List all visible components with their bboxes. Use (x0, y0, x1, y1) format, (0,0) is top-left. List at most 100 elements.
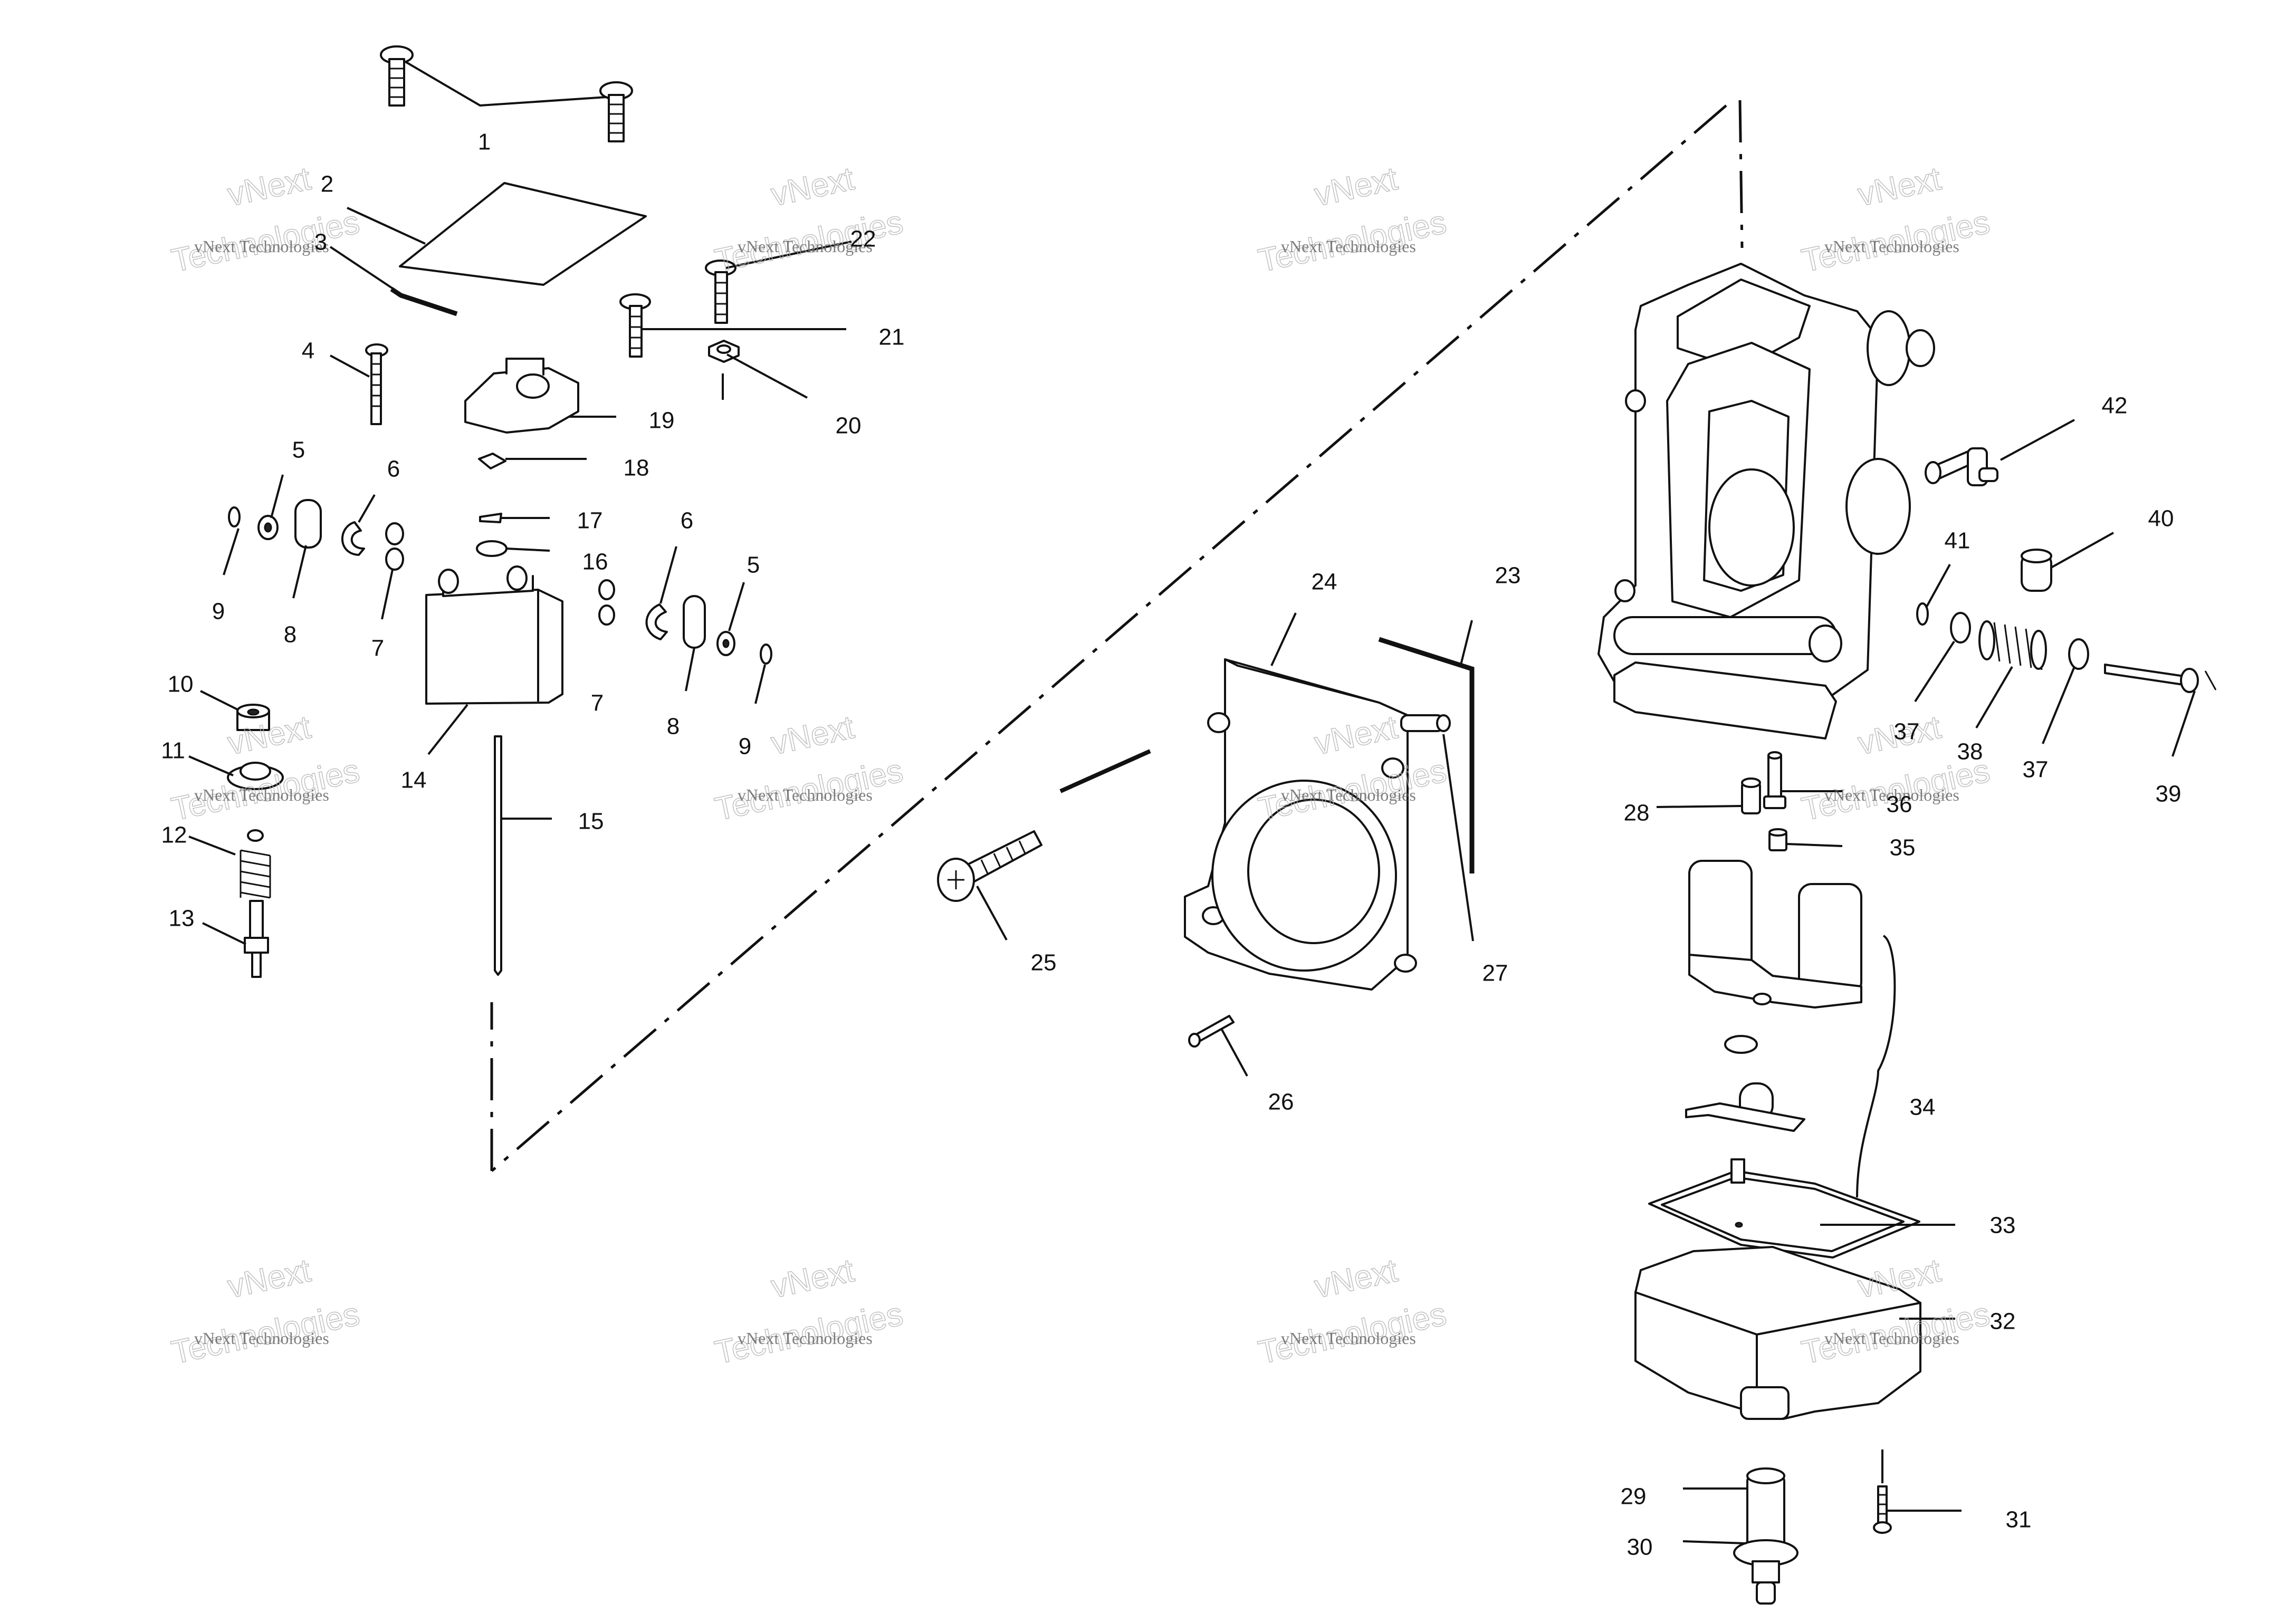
part-19-bracket (464, 358, 579, 434)
callout-20: 20 (836, 413, 862, 439)
part-13-stem (244, 900, 269, 978)
part-15-needle (494, 735, 502, 976)
callout-3: 3 (314, 229, 327, 255)
part-18-clip (478, 453, 506, 469)
part-27-pin (1400, 714, 1451, 732)
part-25-bolt (937, 749, 1151, 902)
callout-18: 18 (624, 455, 649, 481)
part-22-screw (705, 260, 736, 324)
part-40-cap (2021, 549, 2052, 592)
svg-text:vNext: vNext (1855, 160, 1944, 213)
svg-text:vNext Technologies: vNext Technologies (1281, 1329, 1416, 1348)
svg-text:vNext: vNext (768, 160, 857, 213)
left-hardware-stack (228, 499, 404, 571)
part-1-screws (380, 45, 633, 142)
alignment-lines (490, 100, 1744, 1172)
part-2-cover-plate (399, 182, 647, 286)
callout-27: 27 (1482, 961, 1508, 986)
part-28-jet (1741, 777, 1761, 814)
svg-text:vNext Technologies: vNext Technologies (738, 237, 873, 256)
svg-text:vNext Technologies: vNext Technologies (1281, 237, 1416, 256)
callout-6b: 6 (681, 508, 693, 534)
callout-24: 24 (1312, 569, 1337, 595)
callout-38: 38 (1957, 739, 1983, 765)
callout-36: 36 (1887, 792, 1912, 818)
svg-text:vNext: vNext (225, 160, 314, 213)
callout-8a: 8 (284, 622, 296, 648)
part-21-screw (619, 293, 651, 358)
part-36-jet (1763, 751, 1786, 809)
callout-41: 41 (1945, 528, 1970, 554)
part-35-jet (1768, 828, 1787, 851)
svg-text:vNext Technologies: vNext Technologies (1824, 237, 1959, 256)
callout-21: 21 (879, 324, 905, 350)
part-29-30-drain (1733, 1467, 1798, 1605)
right-hardware-stack (598, 579, 772, 665)
callout-23: 23 (1495, 563, 1521, 589)
leader-lines (188, 207, 2196, 1544)
part-38-spring (1978, 620, 2047, 670)
callout-32: 32 (1990, 1309, 2016, 1334)
callout-8b: 8 (667, 714, 680, 740)
callout-37a: 37 (1894, 719, 1920, 745)
svg-text:vNext Technologies: vNext Technologies (194, 237, 329, 256)
callout-42: 42 (2102, 393, 2128, 419)
callout-35: 35 (1890, 835, 1916, 861)
part-10-cylinder (236, 704, 270, 731)
callout-40: 40 (2148, 506, 2174, 532)
callout-7a: 7 (371, 636, 384, 661)
callout-5a: 5 (292, 437, 305, 463)
callout-39: 39 (2156, 781, 2182, 807)
svg-text:vNext Technologies: vNext Technologies (738, 1329, 873, 1348)
callout-2: 2 (321, 171, 333, 197)
part-32-float-bowl (1634, 1246, 1921, 1420)
callout-26: 26 (1268, 1089, 1294, 1115)
svg-text:vNext: vNext (225, 1252, 314, 1305)
callout-22: 22 (850, 226, 876, 252)
callout-37b: 37 (2023, 757, 2049, 783)
callout-6a: 6 (387, 456, 400, 482)
part-23-gasket (1378, 637, 1475, 873)
callout-1: 1 (478, 129, 491, 155)
svg-text:vNext: vNext (768, 709, 857, 762)
svg-text:vNext: vNext (1312, 160, 1401, 213)
part-17-clip (479, 513, 502, 523)
part-34-float (1685, 860, 1896, 1198)
part-24-flange (1184, 658, 1417, 991)
part-4-screw (365, 343, 388, 425)
svg-text:vNext Technologies: vNext Technologies (194, 785, 329, 804)
part-39-screw (2104, 664, 2217, 693)
callout-9b: 9 (739, 734, 751, 760)
callout-16: 16 (582, 549, 608, 575)
callout-10: 10 (168, 671, 194, 697)
part-41-washer (1916, 602, 1929, 626)
callout-15: 15 (578, 809, 604, 834)
part-37-washer-b (2068, 638, 2089, 670)
callout-9a: 9 (212, 599, 225, 625)
part-16-ring (476, 540, 508, 557)
callout-28: 28 (1624, 800, 1650, 826)
carburetor-body (1597, 263, 1935, 740)
svg-text:vNext: vNext (1312, 1252, 1401, 1305)
part-3-gasket (390, 287, 458, 316)
callout-13: 13 (169, 906, 195, 932)
part-11-nut (227, 762, 284, 790)
callout-12: 12 (161, 822, 187, 848)
part-26-pin (1188, 1015, 1235, 1048)
callout-4: 4 (302, 338, 314, 364)
callout-19: 19 (649, 408, 675, 434)
part-31-screw (1873, 1449, 1892, 1534)
callout-31: 31 (2006, 1507, 2032, 1533)
svg-text:vNext Technologies: vNext Technologies (1824, 785, 1959, 804)
svg-text:vNext: vNext (768, 1252, 857, 1305)
callout-7b: 7 (591, 690, 604, 716)
callout-labels: 1 2 3 4 5 6 9 8 7 19 18 17 16 6 5 7 8 9 … (161, 129, 2181, 1560)
svg-text:vNext Technologies: vNext Technologies (194, 1329, 329, 1348)
callout-5b: 5 (747, 552, 760, 578)
part-37-washer-a (1950, 612, 1971, 644)
part-14-slide (425, 565, 563, 705)
callout-30: 30 (1627, 1534, 1653, 1560)
part-12-spring (240, 829, 271, 899)
svg-text:vNext: vNext (1855, 1252, 1944, 1305)
